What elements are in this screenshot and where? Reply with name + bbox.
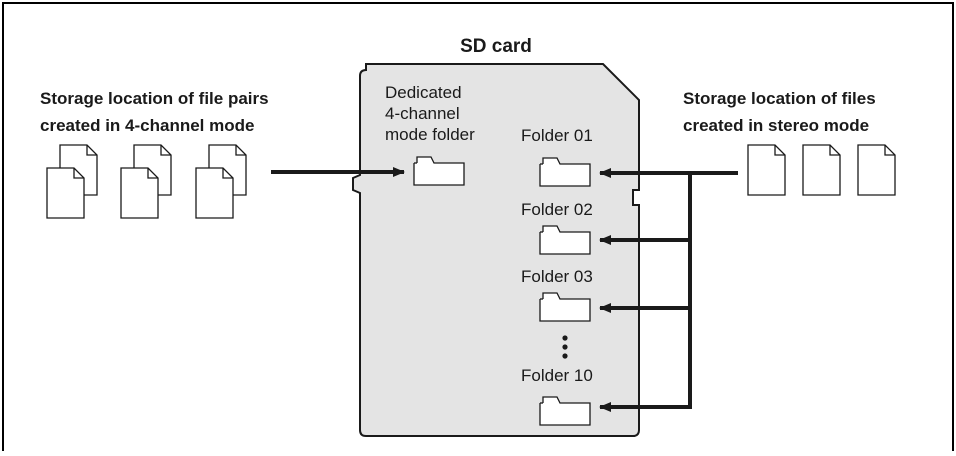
right-caption-line1: Storage location of files xyxy=(683,89,876,108)
folder-label-03: Folder 03 xyxy=(521,267,593,286)
right-caption-line2: created in stereo mode xyxy=(683,116,869,135)
dedicated-folder-label-line2: 4-channel xyxy=(385,104,460,123)
dedicated-folder-label-line3: mode folder xyxy=(385,125,475,144)
vertical-ellipsis-icon xyxy=(562,335,568,359)
stereo-distribution-tree xyxy=(688,171,738,409)
dedicated-folder-label-line1: Dedicated xyxy=(385,83,462,102)
file-icon xyxy=(802,144,841,196)
folder-label-01: Folder 01 xyxy=(521,126,593,145)
sd-card-title: SD card xyxy=(460,36,532,57)
folder-label-10: Folder 10 xyxy=(521,366,593,385)
file-icon xyxy=(747,144,786,196)
file-pair-icon xyxy=(195,144,247,219)
left-caption-line1: Storage location of file pairs xyxy=(40,89,269,108)
file-icon xyxy=(857,144,896,196)
file-pair-icon xyxy=(46,144,98,219)
folder-label-02: Folder 02 xyxy=(521,200,593,219)
left-caption-line2: created in 4-channel mode xyxy=(40,116,254,135)
file-pair-icon xyxy=(120,144,172,219)
